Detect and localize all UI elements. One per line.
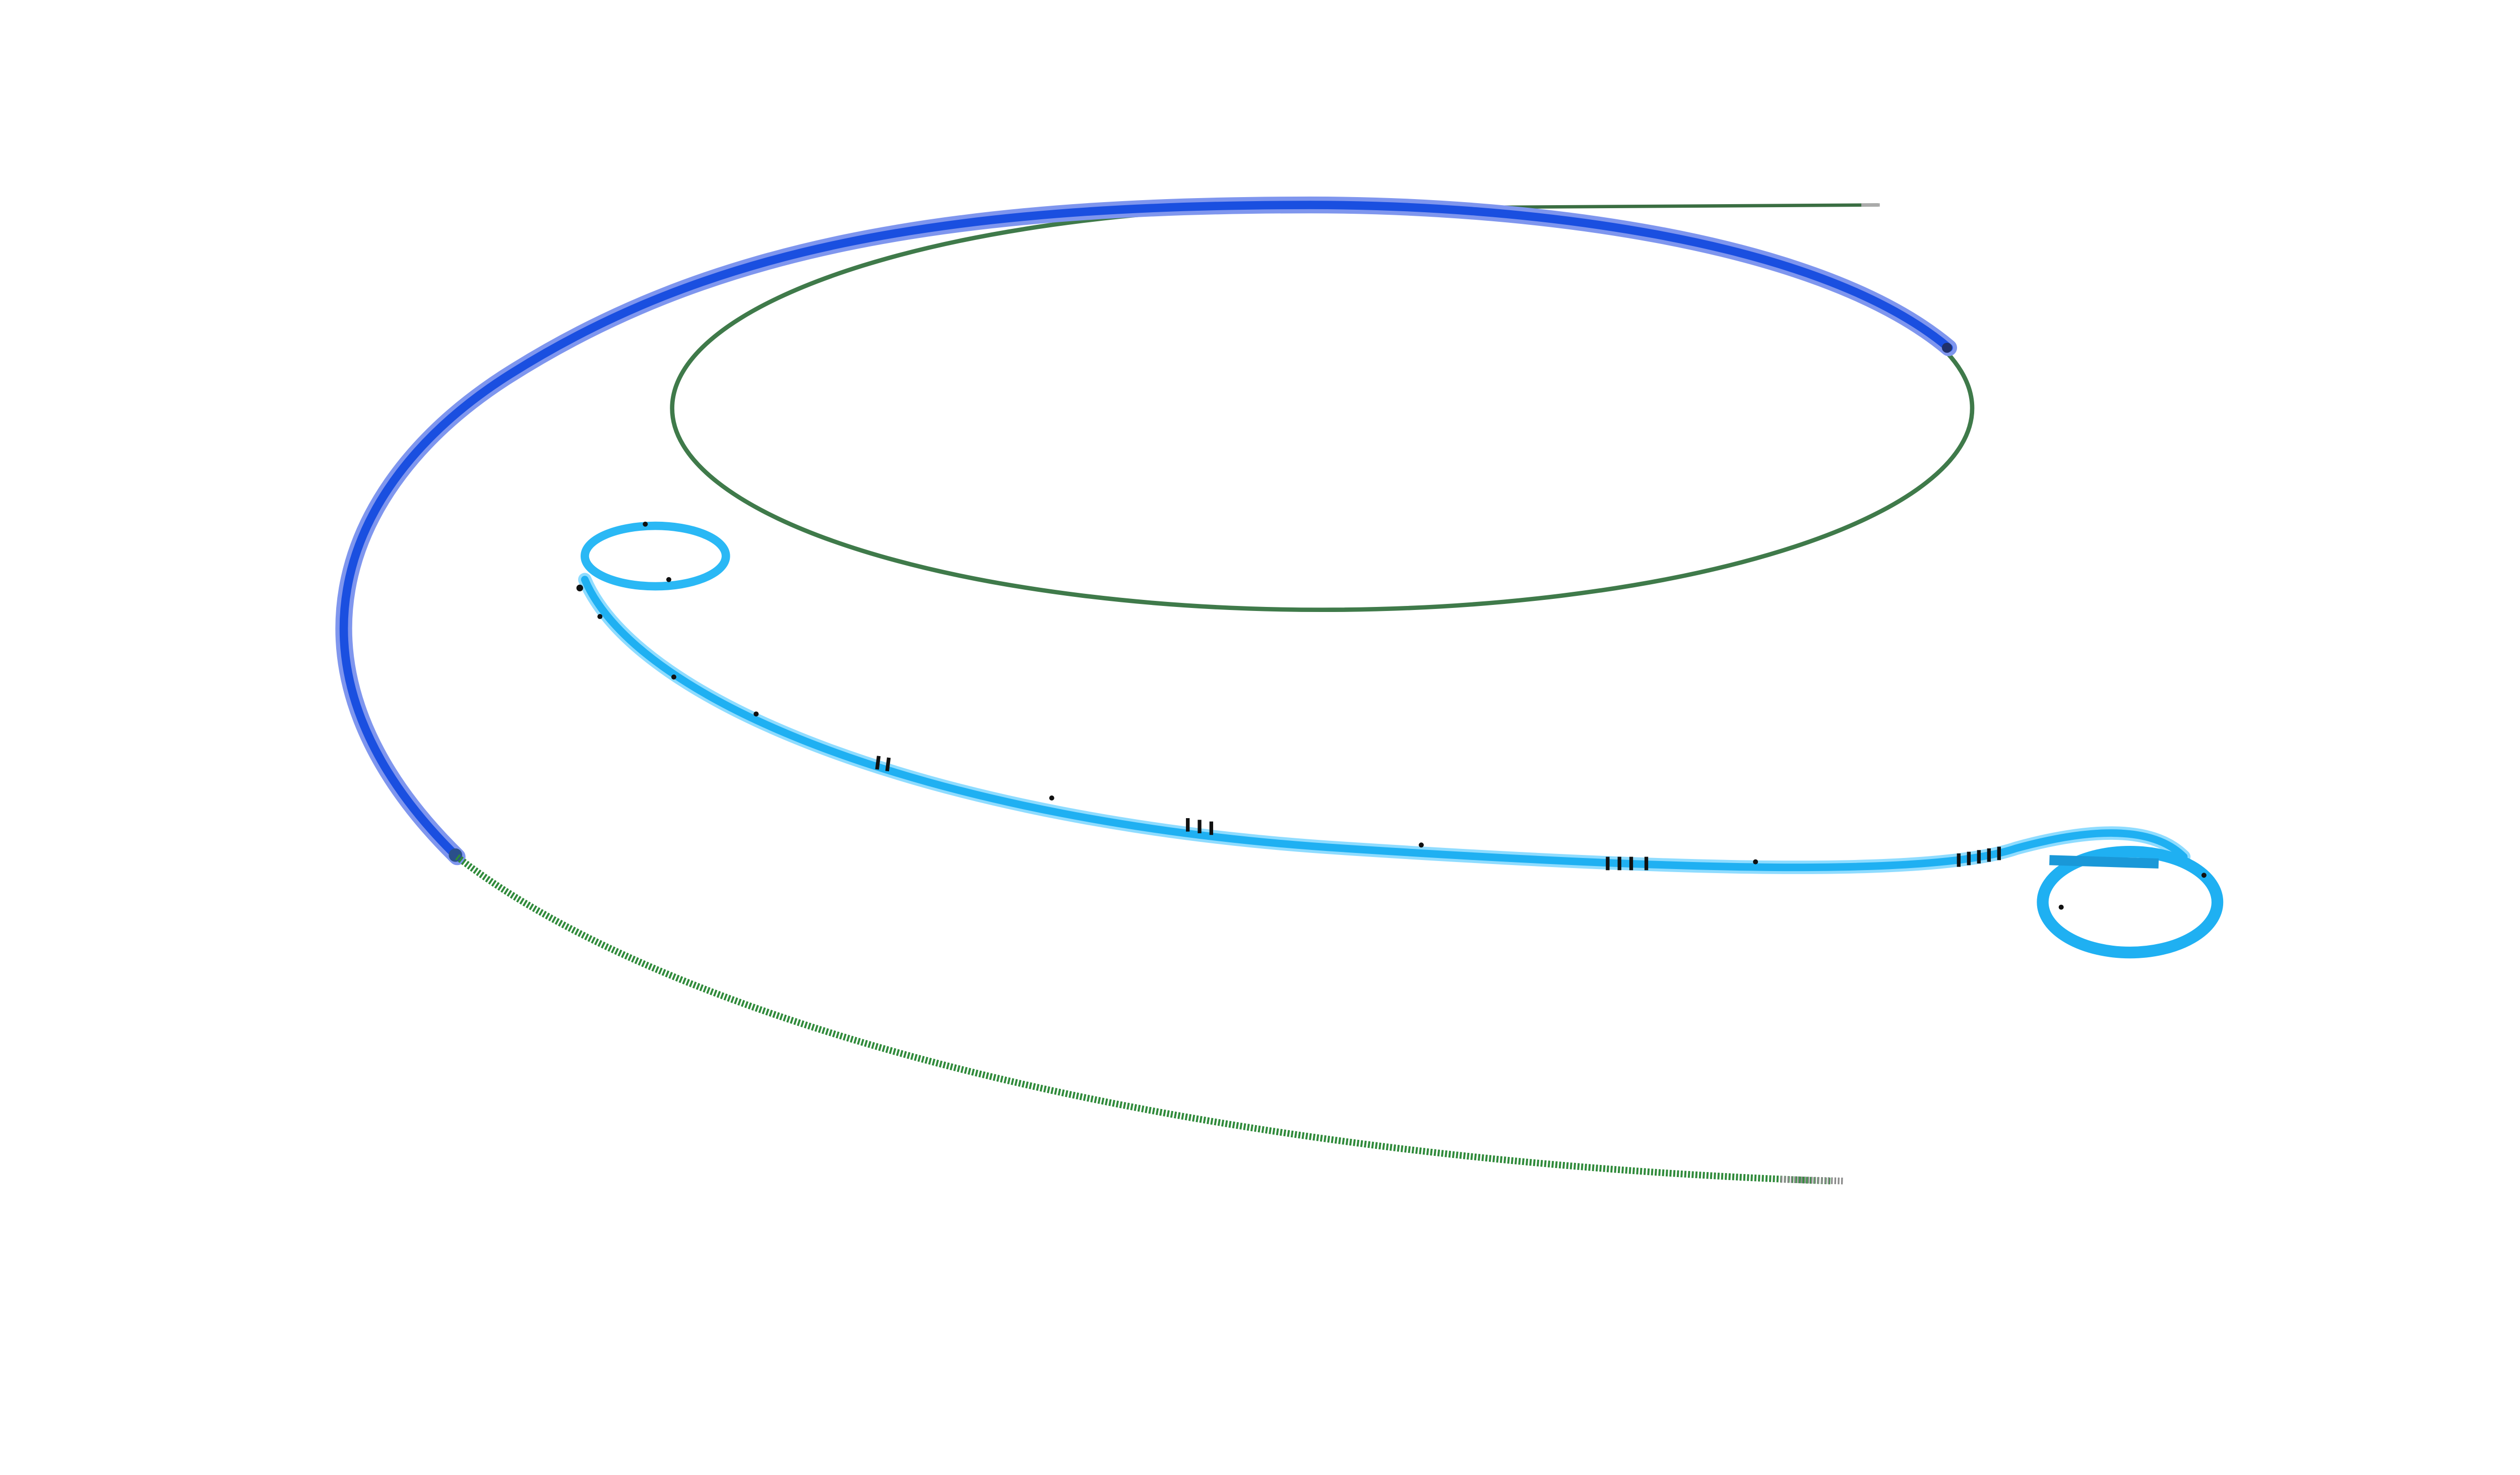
coiled-guidewire [455,854,1832,1185]
stent-proximal-pigtail [580,521,730,591]
hole [671,674,676,680]
stent-distal-pigtail [2037,845,2224,959]
coil-tip [1780,1176,1843,1185]
stent-body [581,576,2188,872]
marker [885,757,891,772]
stent-body-highlight [578,573,2191,874]
stent-markers [875,756,2001,871]
hole [643,521,648,527]
sheath-outer [335,196,1958,866]
hole [666,577,671,582]
sheath-end [449,848,463,862]
sheath-end [1942,342,1952,353]
sheath [339,201,1953,861]
drainage-holes [576,521,2207,910]
hole [1418,842,1424,848]
hole [1049,795,1054,801]
stent-distal-end [2049,855,2159,869]
hole [576,584,583,592]
hole [753,711,759,717]
hole [2201,873,2207,878]
marker [875,756,881,770]
hole [1753,859,1758,865]
hole [597,614,603,620]
hole [2058,904,2064,910]
